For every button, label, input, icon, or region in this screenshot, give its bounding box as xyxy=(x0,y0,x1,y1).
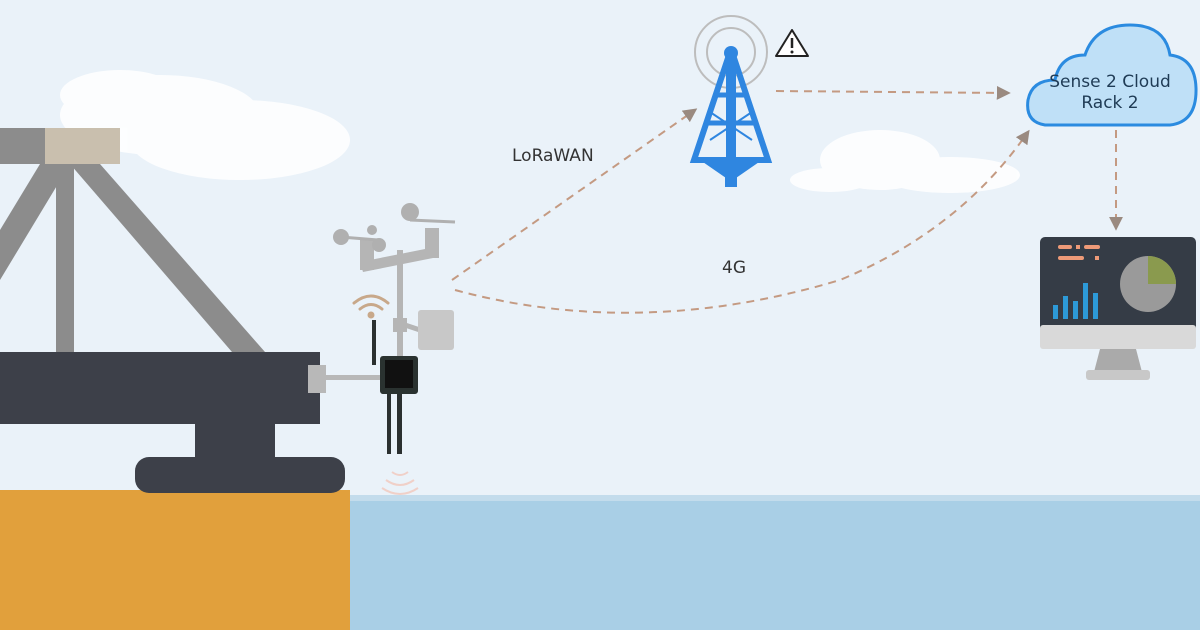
weather-station-icon xyxy=(324,203,456,495)
wifi-icon xyxy=(352,294,390,319)
cloud-label: Sense 2 Cloud Rack 2 xyxy=(1030,72,1190,114)
cloud-icon xyxy=(1026,23,1198,127)
tower-to-cloud-arrow xyxy=(775,85,1011,100)
ground xyxy=(0,490,350,630)
lorawan-arrow xyxy=(451,108,698,281)
lorawan-label: LoRaWAN xyxy=(512,146,594,166)
4g-arrow xyxy=(454,129,1030,314)
cell-tower-icon xyxy=(689,15,773,187)
water xyxy=(340,495,1200,630)
warning-icon xyxy=(775,29,809,57)
monitor-dashboard-icon xyxy=(1040,237,1196,380)
cloud-label-line2: Rack 2 xyxy=(1081,93,1139,113)
4g-label: 4G xyxy=(722,258,746,278)
bridge-icon xyxy=(0,128,345,493)
background-cloud-right xyxy=(790,130,1020,193)
cloud-label-line1: Sense 2 Cloud xyxy=(1049,72,1171,92)
connection-arrows xyxy=(451,85,1123,314)
